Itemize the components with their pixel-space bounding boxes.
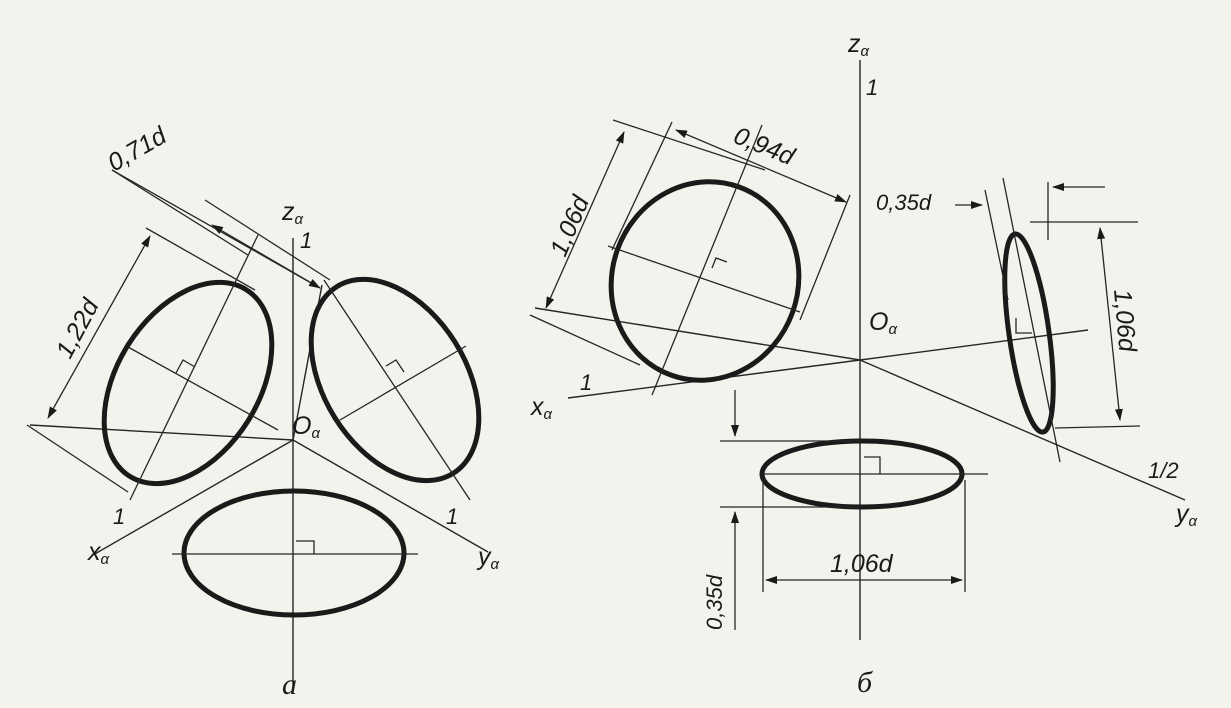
dimension-071d xyxy=(111,169,331,289)
ellipse-xy-b xyxy=(759,438,988,510)
label-106d-left: 1,06d xyxy=(545,191,596,261)
unit-z-b: 1 xyxy=(866,75,878,100)
figure-b: 1,06d 0,94d 0,35d 1,06d xyxy=(529,30,1198,699)
y-axis-b xyxy=(859,359,1186,501)
dimension-106d-bottom xyxy=(762,480,966,592)
left-ellipse-axis-a xyxy=(29,424,294,441)
y-axis-label-b: yα xyxy=(1174,500,1198,530)
ellipse-xz-b xyxy=(607,124,802,396)
dimension-035d-right xyxy=(955,182,1105,301)
x-axis-label-a: xα xyxy=(87,538,110,568)
dimension-122d xyxy=(26,227,256,493)
z-axis-label-b: zα xyxy=(847,30,870,60)
caption-b: б xyxy=(857,666,873,699)
ellipse-xy-a xyxy=(172,488,418,618)
unit-x-a: 1 xyxy=(113,504,125,529)
z-axis-label-a: zα xyxy=(281,198,304,228)
unit-y-b: 1/2 xyxy=(1148,458,1179,483)
ellipse-yz-a xyxy=(308,276,482,501)
origin-label-b: Oα xyxy=(869,308,897,338)
x-axis-label-b: xα xyxy=(530,393,553,423)
origin-label-a: Oα xyxy=(292,412,320,442)
label-122d: 1,22d xyxy=(51,293,106,362)
label-071d: 0,71d xyxy=(103,121,172,177)
label-106d-right: 1,06d xyxy=(1108,288,1141,354)
dimension-035d-bottom xyxy=(720,390,860,630)
label-035d-right: 0,35d xyxy=(876,190,932,215)
dimension-094d xyxy=(611,121,851,321)
label-106d-bottom: 1,06d xyxy=(830,550,894,578)
unit-x-b: 1 xyxy=(580,370,592,395)
label-094d: 0,94d xyxy=(730,122,800,172)
caption-a: а xyxy=(282,668,297,701)
dimension-106d-right xyxy=(1030,221,1141,429)
x-axis-a xyxy=(92,439,294,556)
ellipse-yz-b xyxy=(1002,177,1061,463)
y-axis-a xyxy=(292,439,489,553)
y-axis-label-a: yα xyxy=(476,543,500,573)
figure-a: 0,71d 1,22d zα 1 Oα 1 xα 1 yα а xyxy=(26,121,500,701)
label-035d-bottom: 0,35d xyxy=(702,574,727,630)
left-ellipse-axis-b xyxy=(534,307,861,361)
unit-y-a: 1 xyxy=(446,504,458,529)
ellipse-xz-a xyxy=(101,234,279,501)
unit-z-a: 1 xyxy=(300,228,312,253)
